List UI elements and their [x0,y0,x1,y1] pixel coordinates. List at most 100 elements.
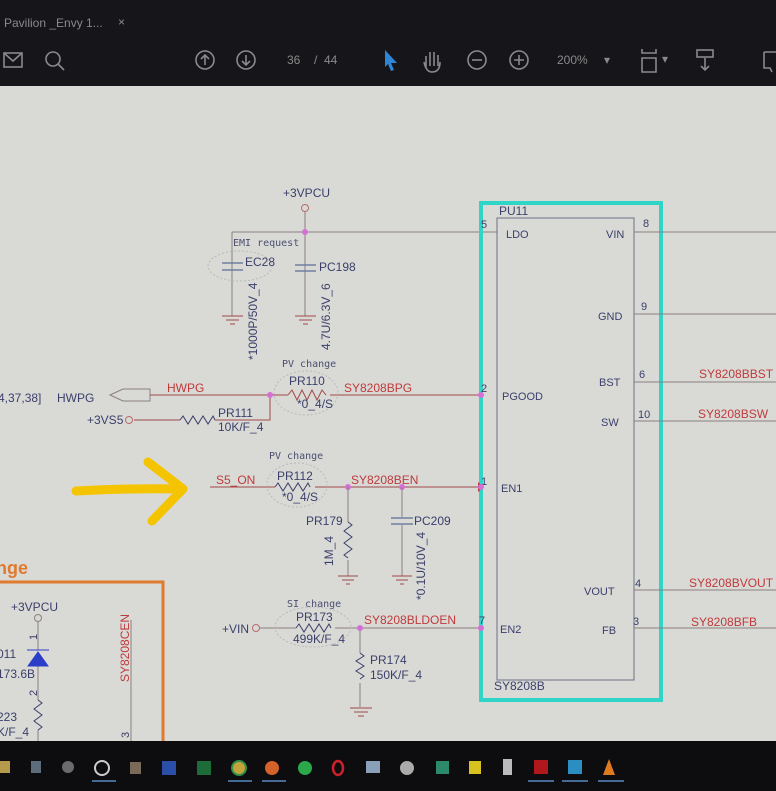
section-title: nge [0,558,28,578]
comment-icon[interactable] [763,51,776,73]
app-icon[interactable] [568,760,582,774]
pin-name: PGOOD [502,391,543,403]
net-fb: SY8208BFB [691,615,757,629]
hand-tool-icon[interactable] [423,52,441,73]
en1-network: S5_ON PV change PR112 *0_4/S SY8208BEN P… [210,451,484,600]
opera-icon[interactable] [331,759,345,777]
file-explorer-icon[interactable] [0,761,10,773]
page-up-icon[interactable] [195,50,215,70]
pr112-value: *0_4/S [282,490,318,504]
resistor-ref: 223 [0,710,17,724]
net-sw: SY8208BSW [698,407,769,421]
sticky-notes-icon[interactable] [469,761,481,774]
page-separator: / [314,53,318,67]
pin-name: VOUT [584,586,615,598]
pin-name: SW [601,417,619,429]
pr111-value: 10K/F_4 [218,420,264,434]
pin-name: EN2 [500,624,521,636]
taskbar [0,741,776,791]
net-vout: SY8208BVOUT [689,576,774,590]
media-icon[interactable] [94,760,110,776]
pc198-ref: PC198 [319,260,356,274]
page-down-icon[interactable] [236,50,256,70]
toolbar-background [0,0,776,88]
right-nets: SY8208BBST SY8208BSW SY8208BVOUT SY8208B… [634,231,776,629]
pin-num: 5 [481,219,487,231]
pin-num: 8 [643,218,649,230]
excel-icon[interactable] [197,761,211,775]
pin-num: 1 [481,476,487,488]
acrobat-icon[interactable] [534,760,548,774]
net-bst: SY8208BBST [699,367,774,381]
select-cursor-icon[interactable] [385,50,397,71]
pr112-ref: PR112 [277,469,313,483]
download-icon[interactable] [696,49,714,72]
page-number-current[interactable]: 36 [287,53,301,67]
taskbar-icons [0,759,624,782]
vlc-icon[interactable] [603,759,615,775]
pin-name: BST [599,377,621,389]
app-icon[interactable] [400,761,414,775]
pin-num: 7 [479,615,485,627]
net-sy8208bldoen: SY8208BLDOEN [364,613,456,627]
pgood-network: 4,37,38] HWPG HWPG PV change PR110 *0_4/… [0,359,484,434]
chip-pu11[interactable]: PU11 SY8208B 5 LDO 2 PGOOD 1 EN1 7 EN2 8… [479,204,650,693]
pr173-ref: PR173 [296,610,333,624]
tab-close-button[interactable]: × [118,15,125,29]
pin-name: EN1 [501,483,522,495]
fit-page-icon[interactable] [641,49,657,73]
pin-num: 2 [481,383,487,395]
app-icon[interactable] [62,761,74,773]
power-label-vin: +VIN [222,622,249,636]
pr111-ref: PR111 [218,406,253,420]
zoom-in-icon[interactable] [509,50,529,70]
search-icon[interactable] [45,51,65,71]
video-icon[interactable] [130,762,141,774]
emi-note: EMI request [233,238,299,249]
power-label-3vpcu-left: +3VPCU [11,600,58,614]
zoom-out-icon[interactable] [467,50,487,70]
hwpg-port-label: HWPG [57,391,94,405]
fit-dropdown[interactable]: ▾ [662,52,668,66]
ec28-ref: EC28 [245,255,275,269]
pin-name: LDO [506,229,529,241]
pv-change-note: PV change [282,359,336,370]
pdf-page [0,86,776,741]
pr179-ref: PR179 [306,514,343,528]
page-ref[interactable]: 4,37,38] [0,391,41,405]
chrome-icon[interactable] [231,760,247,776]
pin-num: 3 [633,616,639,628]
firefox-icon[interactable] [265,761,279,775]
pin-name: VIN [606,229,624,241]
zoom-dropdown[interactable]: ▾ [604,53,610,67]
zoom-level[interactable]: 200% [557,53,588,67]
pin-name: GND [598,311,623,323]
pr173-value: 499K/F_4 [293,632,345,646]
pr110-ref: PR110 [289,374,325,388]
pin-num: 4 [635,578,641,590]
pin-num: 10 [638,409,650,421]
pin-num: 3 [120,732,132,738]
chip-ref: PU11 [499,204,528,218]
net-sy8208cen: SY8208CEN [118,614,132,682]
diode-value: 173.6B [0,667,35,681]
pr179-value: 1M_4 [322,536,336,566]
page-total: 44 [324,53,338,67]
app-icon[interactable] [31,761,41,773]
pc209-value: *0.1U/10V_4 [414,532,428,600]
pr174-value: 150K/F_4 [370,668,422,682]
ldo-supply-network: +3VPCU EMI request EC28 PC198 *1000P/50V… [207,186,497,360]
chip-highlight [479,201,663,702]
mail-icon[interactable] [3,52,23,68]
si-change-note: SI change [287,599,341,610]
remote-desktop-icon[interactable] [366,761,380,773]
resistor-value: K/F_4 [0,725,29,739]
pr174-ref: PR174 [370,653,407,667]
document-tab[interactable]: Pavilion _Envy 1... [4,16,103,30]
pin-num: 9 [641,301,647,313]
word-icon[interactable] [162,761,176,775]
calculator-icon[interactable] [503,759,512,775]
excel-alt-icon[interactable] [436,761,449,774]
en2-network: +VIN SI change PR173 499K/F_4 SY8208BLDO… [222,599,484,717]
whatsapp-icon[interactable] [298,761,312,775]
